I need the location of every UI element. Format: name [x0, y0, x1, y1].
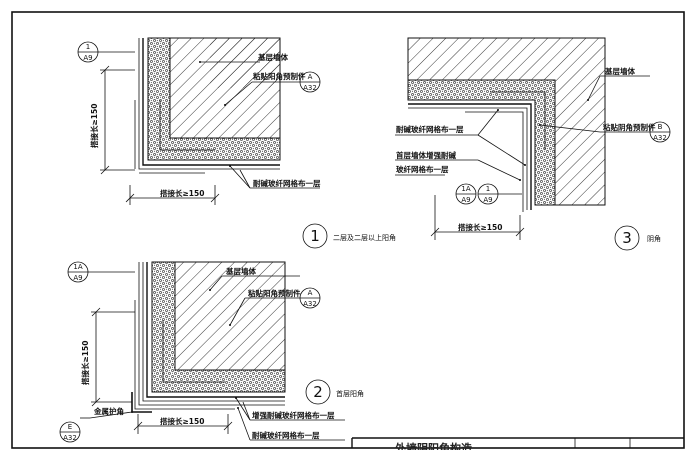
detail-2-insulation-board	[151, 261, 286, 393]
detail-1-lap-horizontal: 搭接长≥150	[160, 188, 204, 198]
detail-1-label-corner-piece: 粘贴阳角预制件	[252, 71, 306, 81]
detail-2-lap-vertical: 搭接长≥150	[80, 341, 90, 385]
detail-2-label-corner-piece: 粘贴阳角预制件	[247, 288, 301, 298]
detail-3-base-wall	[407, 37, 606, 206]
detail-3-label-base-wall: 基层墙体	[604, 66, 635, 76]
detail-3-label-first-floor: 首层墙体增强耐碱	[396, 150, 456, 160]
detail-1-label-mesh: 耐碱玻纤网格布一层	[253, 178, 321, 188]
detail-2-label-mesh: 耐碱玻纤网格布一层	[252, 430, 320, 440]
detail-3-corner-piece	[490, 91, 546, 150]
detail-2-label-reinforced-mesh: 增强耐碱玻纤网格布一层	[252, 410, 335, 420]
detail-3-number-circle	[614, 225, 640, 251]
detail-1-outside-corner-upper-floors: 1 A9 基层墙体 粘贴阳角预制件 A A32 耐碱玻纤网格布一层 搭接长≥15…	[77, 37, 396, 249]
detail-1-lap-vertical: 搭接长≥150	[89, 104, 99, 148]
detail-1-label-base-wall: 基层墙体	[257, 52, 288, 62]
detail-3-ref1-bottom: A9	[461, 196, 470, 204]
detail-1-number-circle	[302, 223, 328, 249]
title-block-title: 外墙阴阳角构造	[394, 441, 473, 450]
detail-1-caption: 二层及二层以上阳角	[333, 233, 396, 242]
detail-2-caption: 首层阳角	[336, 389, 364, 398]
detail-2-base-wall	[174, 261, 286, 371]
detail-2-number-circle	[305, 379, 331, 405]
detail-3-caption: 阴角	[647, 234, 661, 243]
detail-2-number: 2	[313, 383, 323, 401]
detail-1-mesh-layer	[142, 38, 280, 166]
detail-2-ref-bottom: A9	[73, 274, 82, 282]
detail-2-corner-ref-bottom: A32	[303, 300, 317, 308]
detail-3-inside-corner: 基层墙体 粘贴阴角预制件 B A32 耐碱玻纤网格布一层 首层墙体增强耐碱 玻纤…	[395, 37, 671, 251]
detail-3-number: 3	[622, 229, 632, 247]
detail-3-insulation-board	[407, 79, 556, 206]
detail-2-lap-horizontal: 搭接长≥150	[160, 416, 204, 426]
detail-3-mesh-layer	[408, 103, 532, 210]
detail-2-outside-corner-first-floor: 1A A9 基层墙体 粘贴阳角预制件 A A32 搭接长≥150 金属护角 E …	[59, 261, 364, 443]
detail-3-label-first-floor-2: 玻纤网格布一层	[396, 164, 449, 174]
title-block: 外墙阴阳角构造	[351, 437, 684, 450]
detail-3-corner-ref-bottom: A32	[653, 134, 667, 142]
detail-1-ref-top: 1	[86, 43, 90, 51]
detail-1-insulation-board	[147, 37, 281, 161]
detail-1-corner-ref-top: A	[308, 73, 313, 81]
detail-3-lap-horizontal: 搭接长≥150	[458, 222, 502, 232]
detail-3-ref2-bottom: A9	[483, 196, 492, 204]
detail-1-ref-bottom: A9	[83, 54, 92, 62]
detail-2-guard-ref-top: E	[68, 423, 72, 431]
detail-3-label-corner-piece: 粘贴阴角预制件	[602, 122, 656, 132]
detail-2-label-base-wall: 基层墙体	[225, 266, 256, 276]
detail-2-corner-piece	[162, 320, 225, 383]
detail-2-guard-ref-bottom: A32	[63, 434, 77, 442]
detail-3-label-mesh: 耐碱玻纤网格布一层	[396, 124, 464, 134]
detail-1-corner-piece	[159, 100, 215, 151]
detail-3-ref2-top: 1	[486, 185, 490, 193]
detail-3-ref1-top: 1A	[461, 185, 470, 193]
sheet-border	[11, 11, 685, 449]
detail-2-ref-top: 1A	[73, 263, 82, 271]
detail-1-number: 1	[310, 227, 320, 245]
detail-2-corner-ref-top: A	[308, 289, 313, 297]
detail-3-corner-ref-top: B	[658, 123, 663, 131]
detail-1-corner-ref-bottom: A32	[303, 84, 317, 92]
detail-2-mesh-layer	[146, 262, 285, 398]
detail-2-label-metal-guard: 金属护角	[93, 406, 124, 416]
